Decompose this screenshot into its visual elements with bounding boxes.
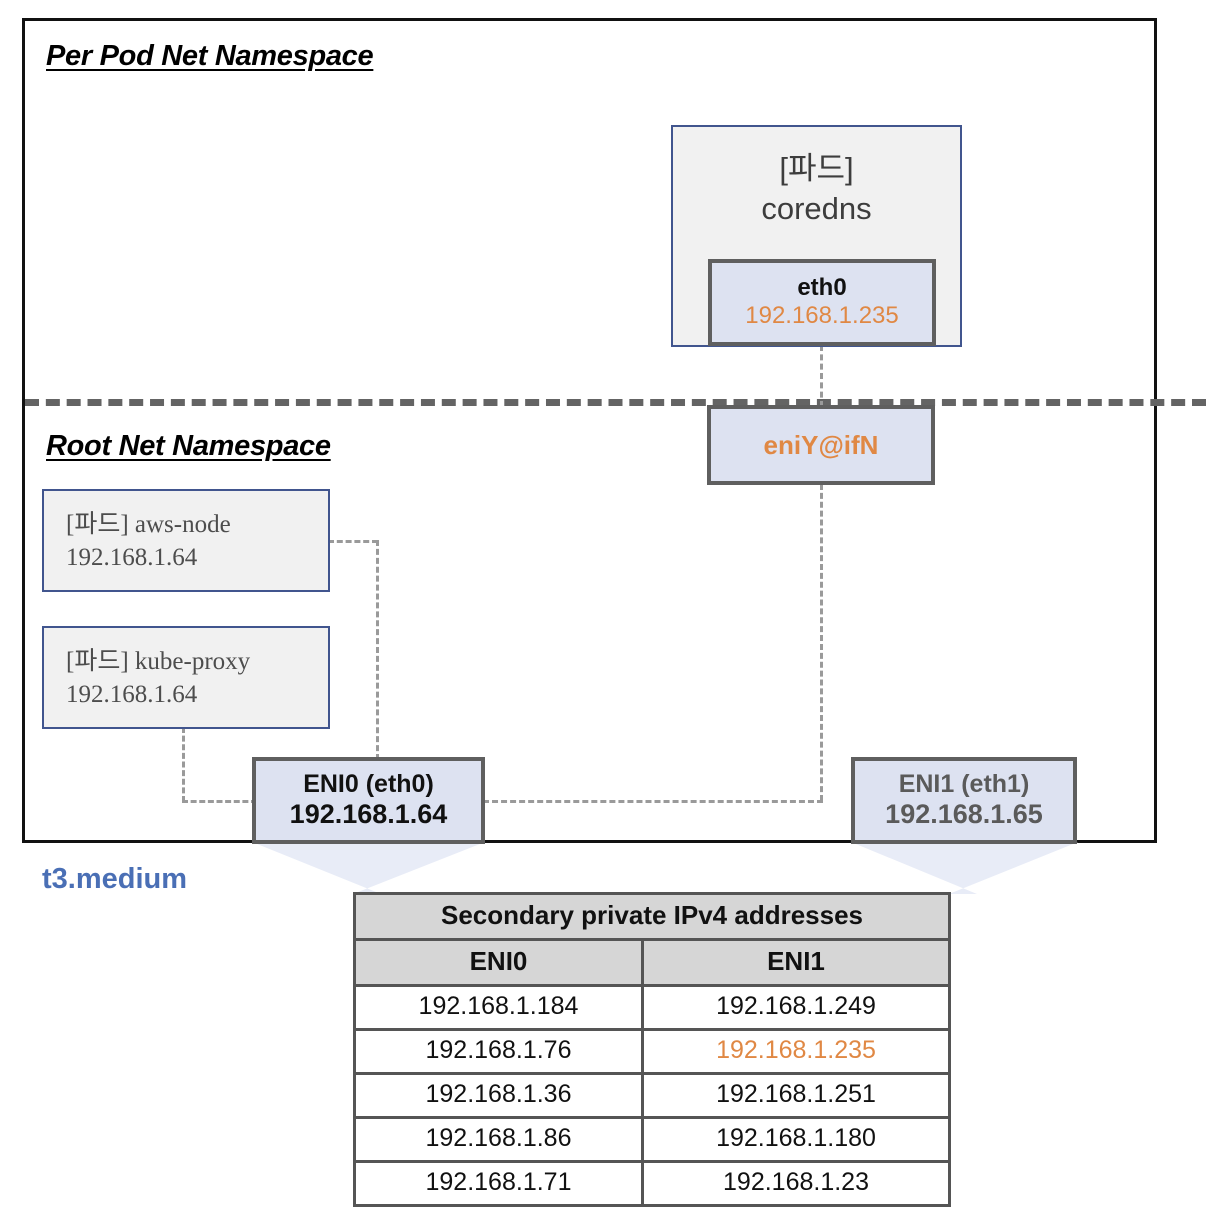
- veth-eniY-ifN[interactable]: eniY@ifN: [707, 405, 935, 485]
- connector-veth-to-eni0: [483, 800, 823, 803]
- interface-eth0-ip: 192.168.1.235: [745, 301, 899, 329]
- namespace-divider: [25, 399, 1206, 406]
- table-header-row: ENI0 ENI1: [353, 938, 952, 987]
- pod-kube-proxy-ip: 192.168.1.64: [66, 680, 198, 708]
- callout-funnel: [252, 842, 1078, 894]
- pod-aws-node-ip: 192.168.1.64: [66, 543, 198, 571]
- table-row: 192.168.1.71 192.168.1.23: [353, 1160, 952, 1207]
- veth-label: eniY@ifN: [763, 429, 879, 460]
- connector-veth-down: [820, 484, 823, 801]
- table-cell-eni0: 192.168.1.86: [353, 1116, 644, 1163]
- table-title-row: Secondary private IPv4 addresses: [352, 892, 952, 941]
- table-cell-eni1: 192.168.1.235: [640, 1028, 952, 1075]
- pod-kube-proxy[interactable]: [파드] kube-proxy 192.168.1.64: [42, 626, 330, 729]
- pod-aws-node-name: [파드] aws-node: [66, 510, 231, 538]
- connector-eth0-to-veth: [820, 345, 823, 407]
- eni1-box[interactable]: ENI1 (eth1) 192.168.1.65: [851, 757, 1077, 844]
- eni0-ip: 192.168.1.64: [289, 799, 448, 830]
- connector-kubeproxy-down: [182, 727, 185, 802]
- connector-awsnode-down: [376, 540, 379, 760]
- secondary-ip-table: Secondary private IPv4 addresses ENI0 EN…: [352, 892, 952, 1207]
- pod-coredns-label-name: coredns: [761, 190, 872, 226]
- table-title: Secondary private IPv4 addresses: [352, 892, 952, 941]
- interface-eth0-coredns[interactable]: eth0 192.168.1.235: [708, 259, 936, 346]
- eni0-box[interactable]: ENI0 (eth0) 192.168.1.64: [252, 757, 485, 844]
- table-row: 192.168.1.36 192.168.1.251: [353, 1072, 952, 1119]
- table-cell-eni0: 192.168.1.71: [353, 1160, 644, 1207]
- table-cell-eni0: 192.168.1.36: [353, 1072, 644, 1119]
- table-header-eni1: ENI1: [640, 938, 952, 987]
- table-cell-eni0: 192.168.1.184: [353, 984, 644, 1031]
- per-pod-namespace-title: Per Pod Net Namespace: [46, 40, 374, 72]
- eni0-name: ENI0 (eth0): [303, 769, 434, 798]
- eni1-ip: 192.168.1.65: [885, 799, 1043, 830]
- table-header-eni0: ENI0: [353, 938, 644, 987]
- table-cell-eni0: 192.168.1.76: [353, 1028, 644, 1075]
- table-cell-eni1: 192.168.1.251: [640, 1072, 952, 1119]
- connector-kubeproxy-right: [182, 800, 257, 803]
- table-cell-eni1: 192.168.1.249: [640, 984, 952, 1031]
- table-row: 192.168.1.86 192.168.1.180: [353, 1116, 952, 1163]
- table-row: 192.168.1.76 192.168.1.235: [353, 1028, 952, 1075]
- interface-eth0-name: eth0: [797, 274, 847, 302]
- table-cell-eni1: 192.168.1.23: [640, 1160, 952, 1207]
- table-cell-eni1: 192.168.1.180: [640, 1116, 952, 1163]
- instance-type-label: t3.medium: [42, 863, 188, 895]
- table-row: 192.168.1.184 192.168.1.249: [353, 984, 952, 1031]
- pod-aws-node[interactable]: [파드] aws-node 192.168.1.64: [42, 489, 330, 592]
- root-namespace-title: Root Net Namespace: [46, 430, 331, 462]
- connector-awsnode-right: [328, 540, 378, 543]
- pod-coredns-label-korean: [파드]: [779, 151, 854, 186]
- pod-kube-proxy-name: [파드] kube-proxy: [66, 647, 251, 675]
- eni1-name: ENI1 (eth1): [898, 769, 1030, 798]
